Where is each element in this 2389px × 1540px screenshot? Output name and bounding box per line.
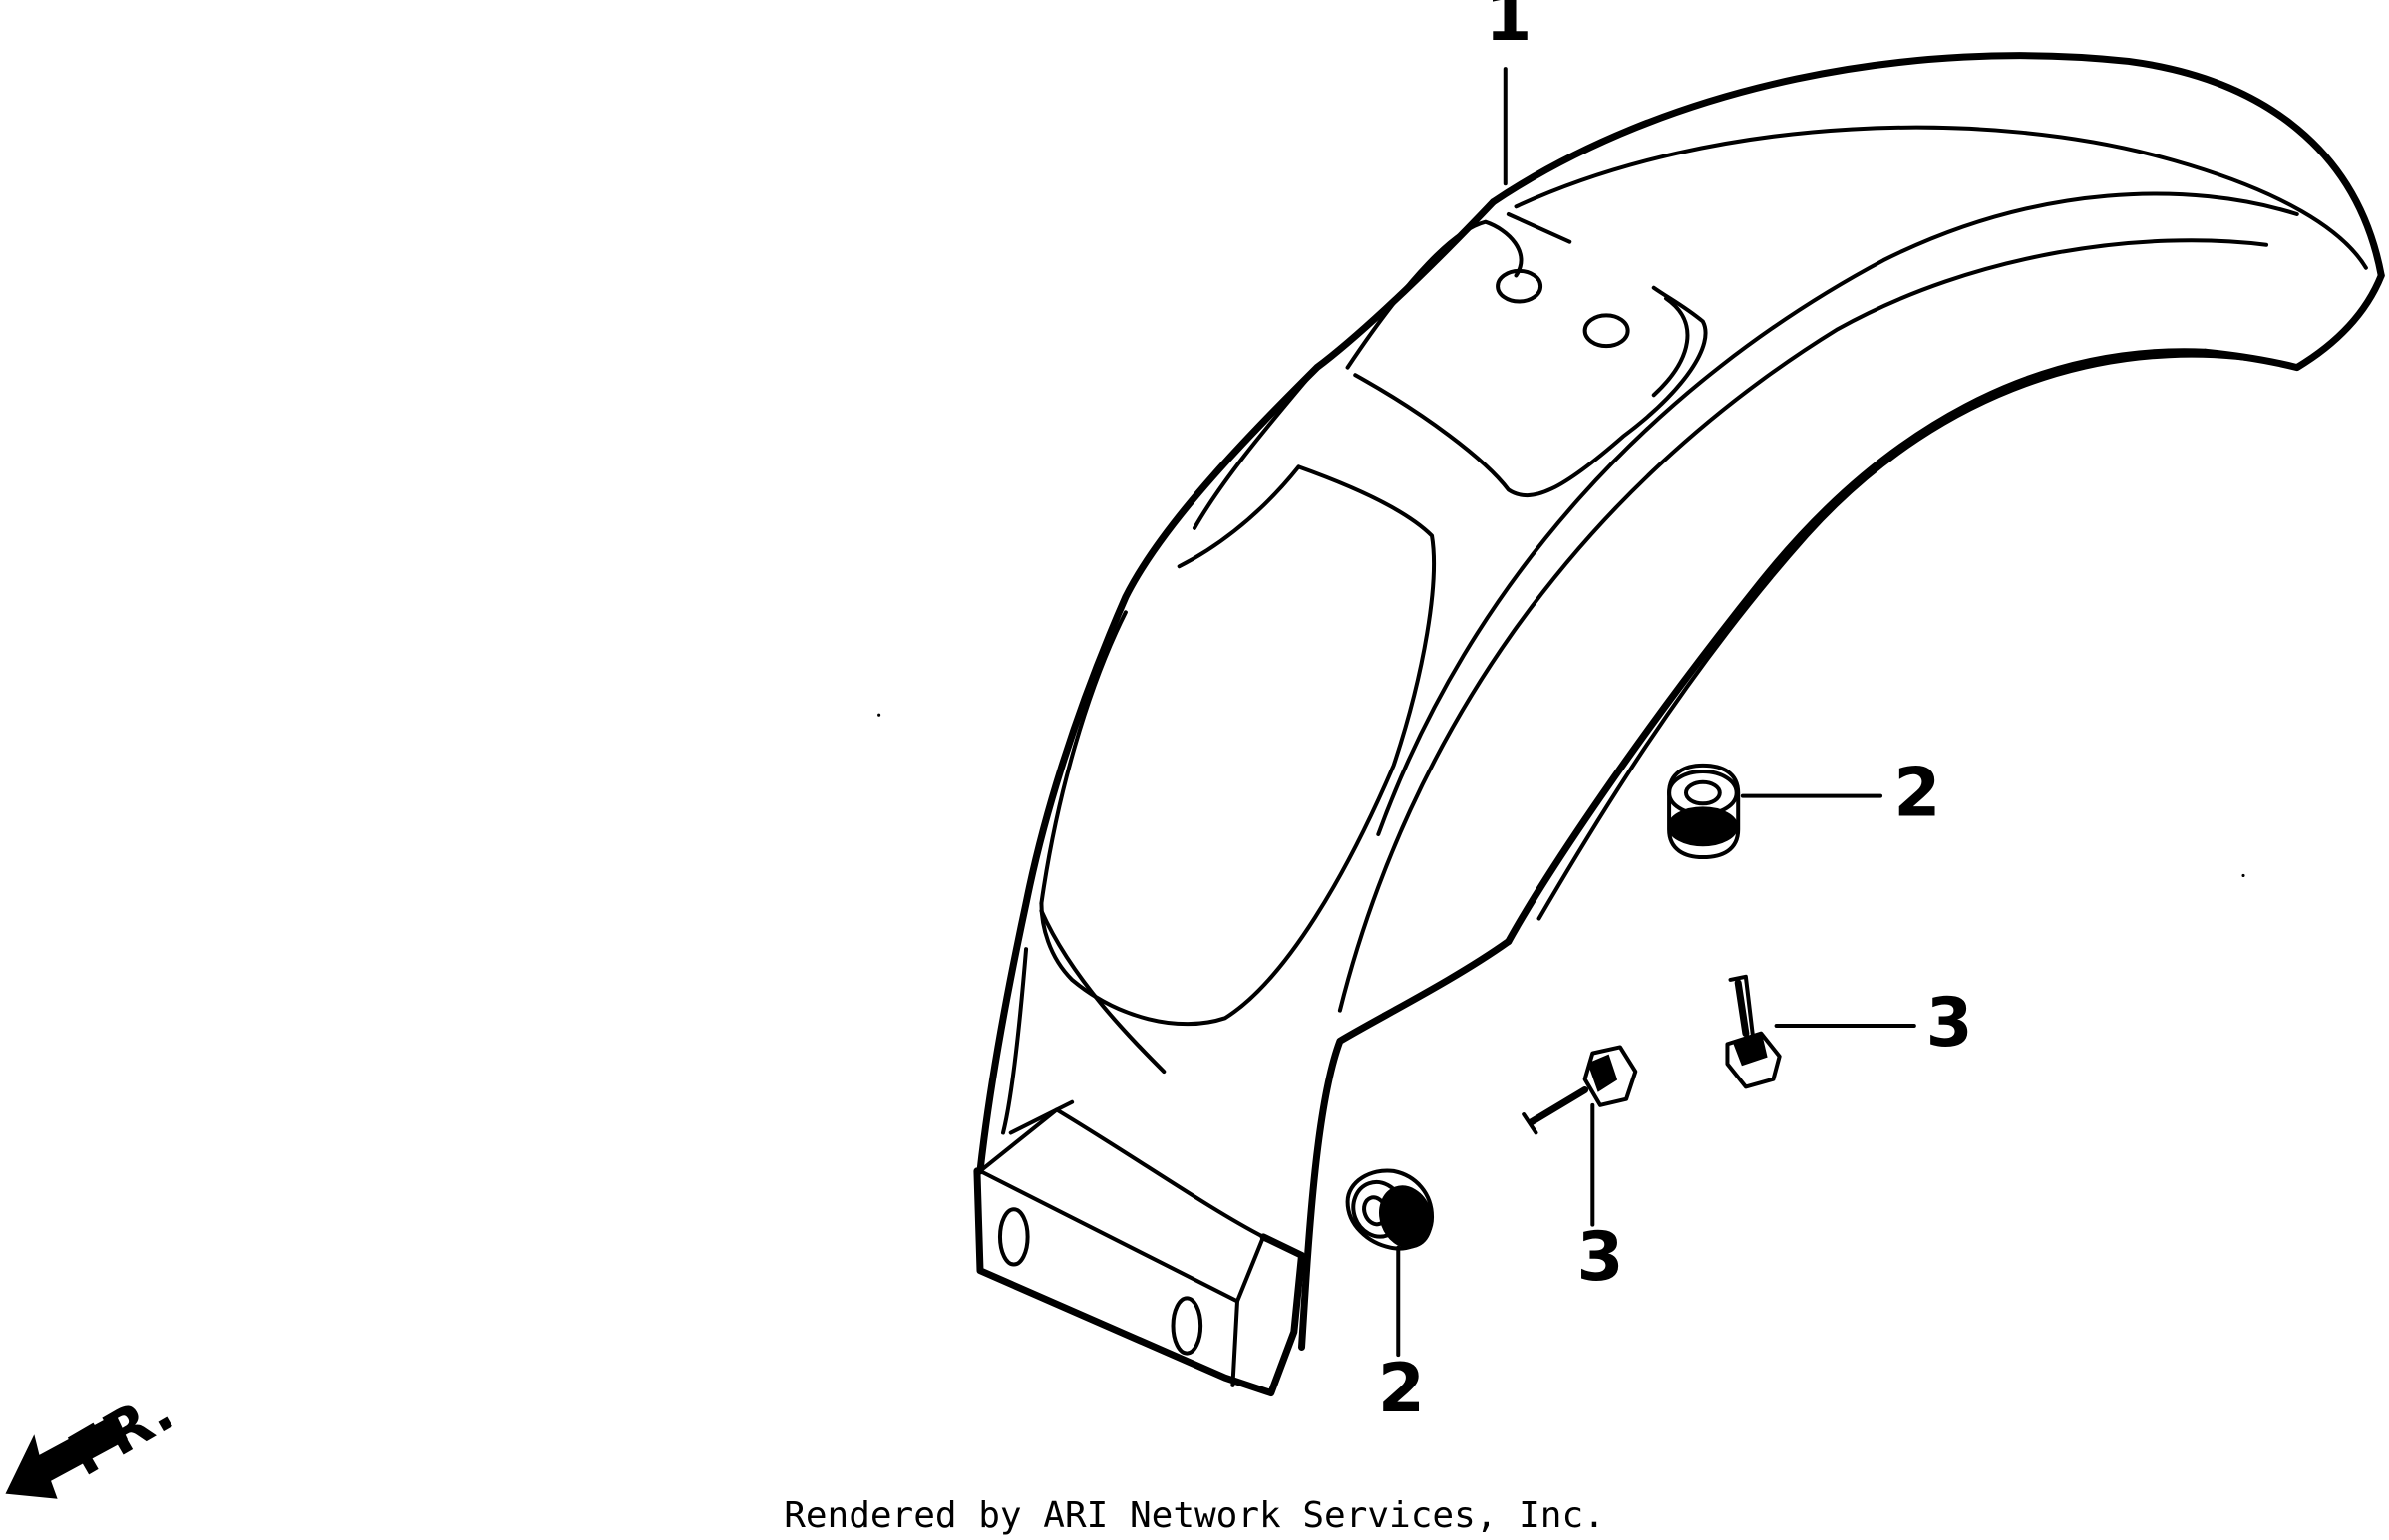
bolt-left: [1524, 1047, 1635, 1132]
rubber-grommet-upper: [1669, 766, 1738, 857]
front-arrow-icon: [8, 1416, 126, 1497]
front-direction-indicator: FR.: [8, 1377, 184, 1497]
callout-1: 1: [1485, 0, 1532, 56]
callout-2-lower: 2: [1378, 1349, 1425, 1427]
callout-3-right: 3: [1926, 983, 1973, 1062]
scan-dot: [877, 713, 881, 717]
front-direction-label: FR.: [58, 1377, 185, 1489]
callout-3-left: 3: [1576, 1217, 1623, 1296]
scan-dot: [2241, 873, 2245, 878]
callout-2-upper: 2: [1893, 754, 1940, 832]
leader-lines: [1398, 69, 1914, 1355]
bolt-right: [1727, 977, 1779, 1087]
rubber-grommet-lower: [1346, 1170, 1440, 1254]
rear-fender: [977, 56, 2381, 1393]
render-credit: Rendered by ARI Network Services, Inc.: [784, 1495, 1605, 1536]
